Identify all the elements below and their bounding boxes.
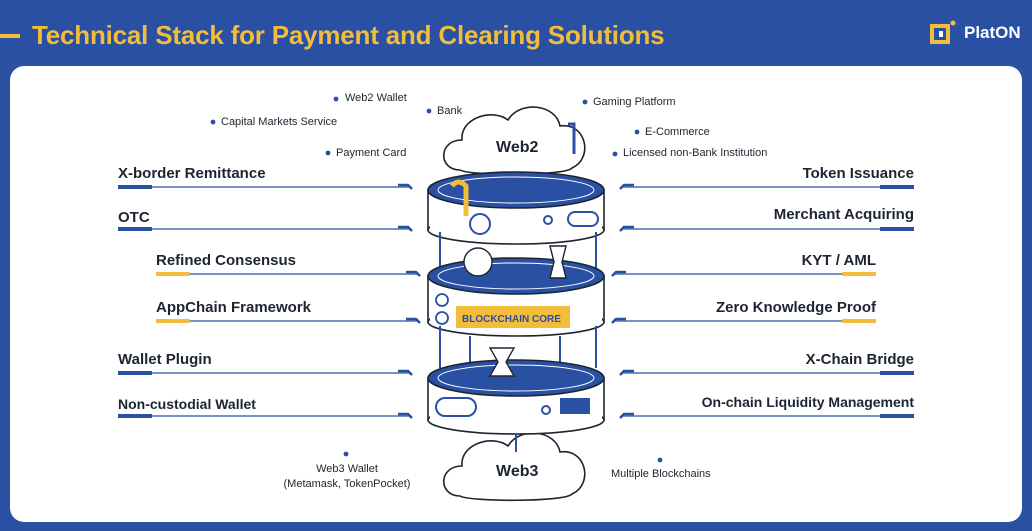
feature-on-chain-liquidity: On-chain Liquidity Management <box>701 394 914 410</box>
ecosystem-item-multiple-blockchains: Multiple Blockchains <box>611 468 711 480</box>
feature-kyt-aml: KYT / AML <box>801 252 876 269</box>
page-title: Technical Stack for Payment and Clearing… <box>32 20 665 50</box>
web3-cloud-icon <box>443 432 586 502</box>
feature-refined-consensus: Refined Consensus <box>156 252 297 269</box>
feature-x-border-remittance: X-border Remittance <box>118 165 266 182</box>
feature-merchant-acquiring: Merchant Acquiring <box>773 206 914 223</box>
web2-cloud-icon <box>443 106 586 176</box>
web3-cloud-label: Web3 <box>496 463 539 480</box>
connector-brackets <box>398 183 634 419</box>
feature-appchain-framework: AppChain Framework <box>156 299 312 316</box>
left-connector-lines <box>118 186 418 417</box>
ecosystem-item-e-commerce: E-Commerce <box>645 126 710 138</box>
cloud-accent <box>568 122 576 154</box>
left-underline-accents <box>118 185 190 418</box>
feature-zero-knowledge-proof: Zero Knowledge Proof <box>715 299 876 316</box>
middle-disc-layer <box>427 232 605 337</box>
blockchain-core-label: BLOCKCHAIN CORE <box>462 314 561 325</box>
ecosystem-item-licensed-non-bank: Licensed non-Bank Institution <box>623 147 768 159</box>
web2-cloud-label: Web2 <box>496 139 539 156</box>
ecosystem-item-payment-card: Payment Card <box>336 147 407 159</box>
ecosystem-item-gaming-platform: Gaming Platform <box>593 96 676 108</box>
platon-logo-icon <box>930 20 956 46</box>
feature-non-custodial-wallet: Non-custodial Wallet <box>118 396 256 412</box>
header-accent-bar <box>0 34 20 38</box>
ecosystem-bullets <box>210 96 663 463</box>
feature-x-chain-bridge: X-Chain Bridge <box>805 351 914 368</box>
right-connector-lines <box>614 186 914 417</box>
ecosystem-item-capital-markets: Capital Markets Service <box>221 116 338 128</box>
top-disc-layer <box>427 171 605 245</box>
ecosystem-item-web3-wallet: Web3 Wallet (Metamask, TokenPocket) <box>283 463 411 490</box>
ecosystem-item-web2-wallet: Web2 Wallet <box>345 92 407 104</box>
feature-otc: OTC <box>118 209 150 226</box>
right-underline-accents <box>842 185 914 418</box>
feature-wallet-plugin: Wallet Plugin <box>118 351 212 368</box>
ecosystem-item-bank: Bank <box>437 105 463 117</box>
brand: PlatON <box>930 20 1021 46</box>
brand-name: PlatON <box>964 23 1021 42</box>
feature-token-issuance: Token Issuance <box>802 165 914 182</box>
bottom-disc-layer <box>427 326 605 435</box>
